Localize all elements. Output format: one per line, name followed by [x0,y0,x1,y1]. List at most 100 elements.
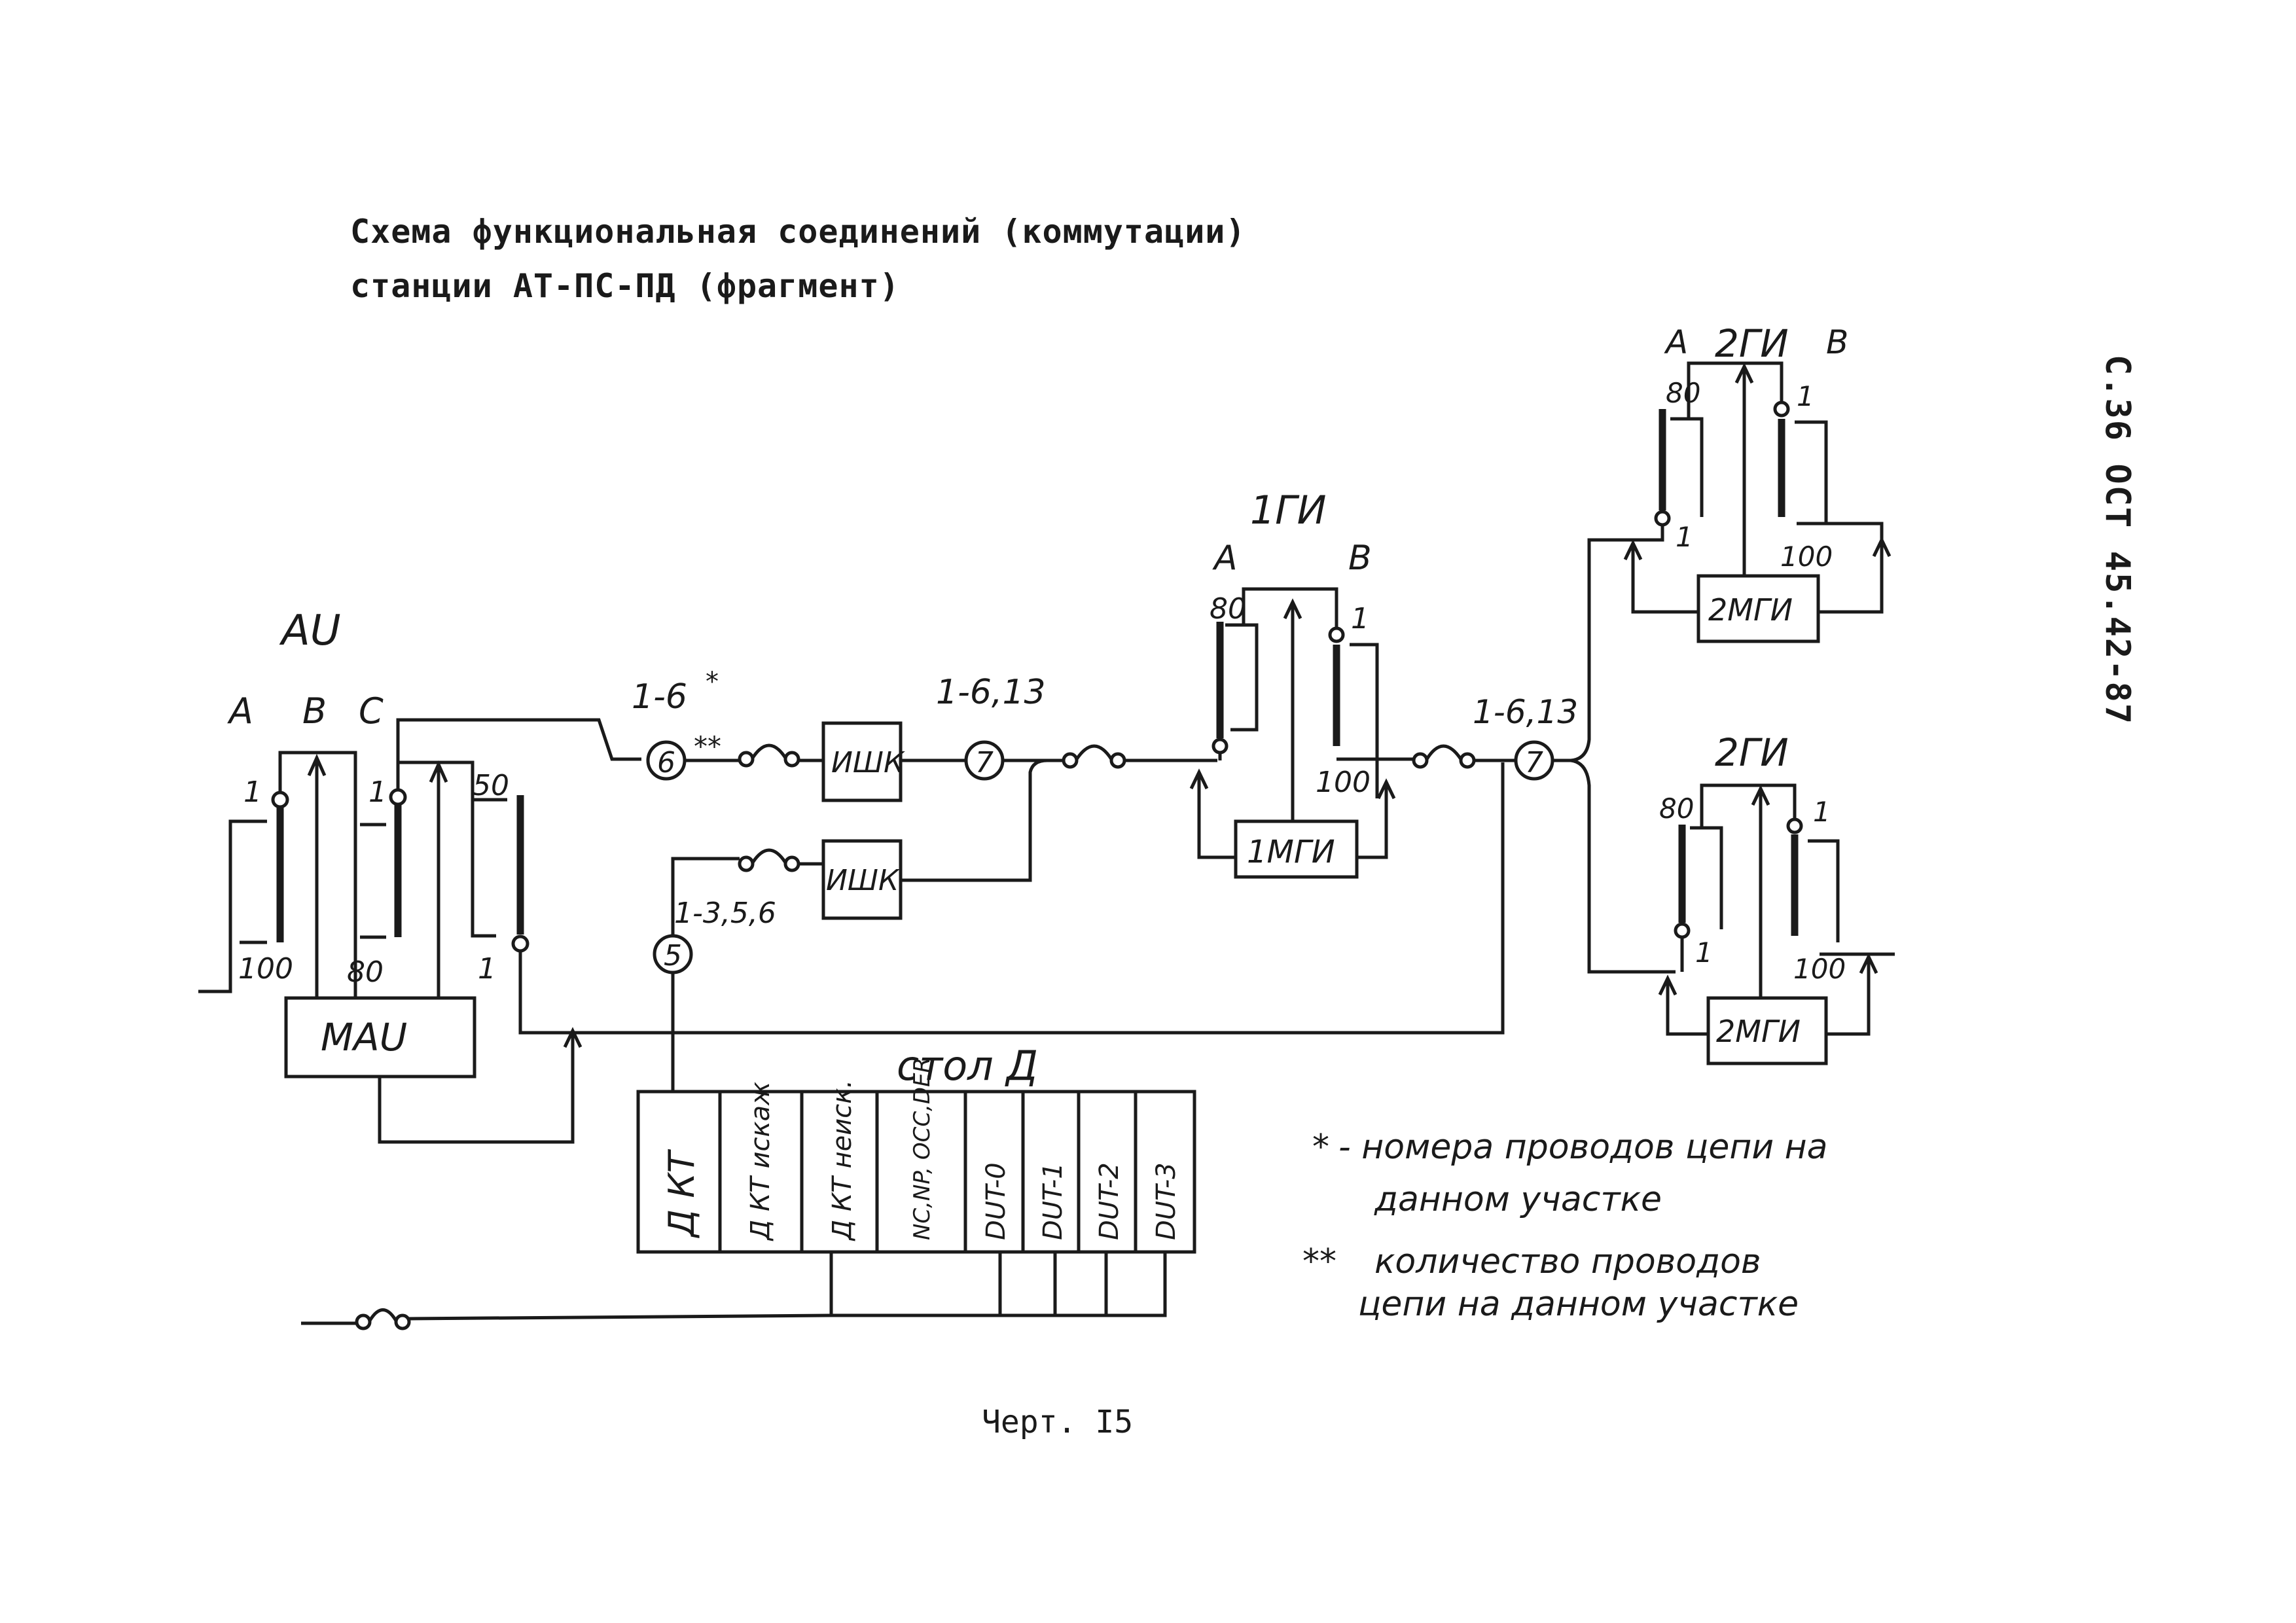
gi1-b-bracket [1350,643,1379,798]
gi2-top-block: 2ГИ A B 80 1 1 100 2МГИ [1623,321,1892,643]
mgi2b-box [1706,996,1828,1065]
gi2b-a-wiper [1674,922,1691,939]
gi2t-b-top: 1 [1797,380,1814,412]
table-d-fuse-r [394,1313,411,1330]
mgi2t-box [1696,574,1820,643]
ai-a-wiper [271,791,289,809]
mai-feedback-arrowhead [563,1027,583,1048]
gi2t-a-wiper [1654,510,1671,527]
table-d-fuse-arc [368,1308,398,1322]
table-d-cell-7: DUT-3 [1151,1162,1181,1240]
ai-a-bracket [198,819,267,993]
ai-r-top-label: 50 [473,769,509,802]
table-d-cell-4: DUT-0 [981,1162,1011,1240]
ai-block: AU A B C 1 100 1 80 50 1 MAU [198,607,1505,1144]
gi1-arrowhead [1283,598,1302,620]
upper-star: * [706,667,719,697]
ushk-upper-box [821,721,903,802]
ai-a-bottom-label: 100 [238,952,293,986]
mgi1-label: 1МГИ [1247,834,1335,870]
upper-double-star: ** [694,730,721,762]
mgi1-left-arrowhead [1189,768,1209,790]
legend-mark-1: * [1312,1128,1329,1167]
gi1-name: 1ГИ [1250,488,1326,533]
gi2b-a-top: 80 [1659,793,1694,825]
mid-fuse-l [1062,752,1079,769]
upper-chain: 1-6 * ** 6 ИШК 1-6,13 7 [632,667,1217,802]
gi1-a-bracket [1225,623,1259,732]
gi1-b-bottom: 100 [1316,766,1371,799]
right-fuse-r [1459,752,1476,769]
ushk-lower-label: ИШК [826,864,900,897]
gi2t-a-bracket [1670,417,1704,517]
upper-fuse-r [783,751,800,768]
mgi2b-right-arrowhead [1859,953,1878,974]
lower-fuse-arc [751,848,787,864]
gi2t-b-wiper [1773,401,1790,418]
legend: * - номера проводов цепи на данном участ… [1302,1128,1828,1324]
mgi2t-feedback-left [1631,543,1698,614]
upper-range-label: 1-6 [632,677,687,717]
gi1-block: 1ГИ A B 80 1 100 1МГИ [1189,488,1414,879]
table-d: стол Д Д КТ Д КТ искаж Д КТ неиск. NC,NP… [301,1042,1196,1330]
lower-chain: ИШК 1-3,5,6 5 [653,758,1048,1092]
ai-b-frame [278,751,357,1001]
table-d-cell-6: DUT-2 [1094,1162,1124,1240]
gi2t-b-bracket [1795,420,1828,524]
gi1-frame [1242,587,1338,628]
gi2b-b-bracket [1808,839,1840,942]
ai-col-b: B [302,690,327,732]
chart-caption: Черт. I5 [982,1404,1134,1440]
ushk-upper-label: ИШК [831,746,905,779]
ai-c-top-label: 1 [368,776,387,809]
ai-c-bottom-label: 80 [347,955,384,989]
title-line-1: Схема функциональная соединений (коммута… [350,213,1246,251]
mid-fuse-r [1109,752,1126,769]
ai-b-arrowhead [307,753,327,777]
gi2-bottom-block: 2ГИ 80 1 1 100 2МГИ [1658,730,1895,1065]
gi2b-b-wiper [1786,817,1803,834]
mgi1-box [1234,819,1359,879]
gi1-b-wiper [1328,626,1345,643]
mid-count: 7 [975,746,994,779]
gi2t-col-b: B [1826,323,1848,361]
gi1-a-wiper [1211,738,1229,755]
right-branch-down [1570,758,1676,974]
gi1-b-top: 1 [1351,602,1369,635]
gi1-col-b: B [1348,539,1372,578]
mai-feedback [378,1031,575,1144]
ai-r-bottom-label: 1 [478,952,496,986]
ai-output-upper [396,718,641,789]
gi2t-right-loop [1797,522,1884,614]
upper-count: 6 [657,746,675,779]
table-d-cell-1: Д КТ искаж [745,1082,776,1241]
right-chain: 1-6,13 7 [1412,538,1676,974]
mgi2b-feedback-left [1666,978,1708,1036]
gi2t-frame [1687,361,1784,419]
right-range-label: 1-6,13 [1473,693,1578,731]
gi2t-b-bottom: 100 [1780,541,1833,573]
mid-fuse-arc [1075,744,1113,760]
gi2b-a-bracket [1690,826,1723,929]
gi2t-a-top: 80 [1666,377,1700,409]
mgi1-feedback-left [1197,772,1236,859]
gi2b-b-bottom: 100 [1793,953,1846,985]
gi2t-right-arrowhead [1872,536,1892,558]
right-fuse-l [1412,752,1429,769]
mgi2t-left-arrowhead [1623,539,1643,561]
ai-r-wiper [511,935,529,953]
mgi1-right-arrowhead [1376,778,1396,800]
gi2b-frame [1700,783,1797,828]
ai-c-arrowhead [429,760,448,783]
ai-block-name: AU [279,607,341,655]
legend-text-2a: количество проводов [1374,1242,1761,1281]
title-line-2: станции АТ-ПС-ПД (фрагмент) [350,267,900,305]
gi2t-arrowhead [1734,363,1754,384]
mgi1-feedback-right [1357,782,1388,859]
gi2b-arrowhead [1751,785,1770,806]
gi1-col-a: A [1212,539,1238,578]
gi1-a-top: 80 [1210,592,1246,626]
lower-join [901,758,1048,882]
mai-label: MAU [321,1015,407,1060]
